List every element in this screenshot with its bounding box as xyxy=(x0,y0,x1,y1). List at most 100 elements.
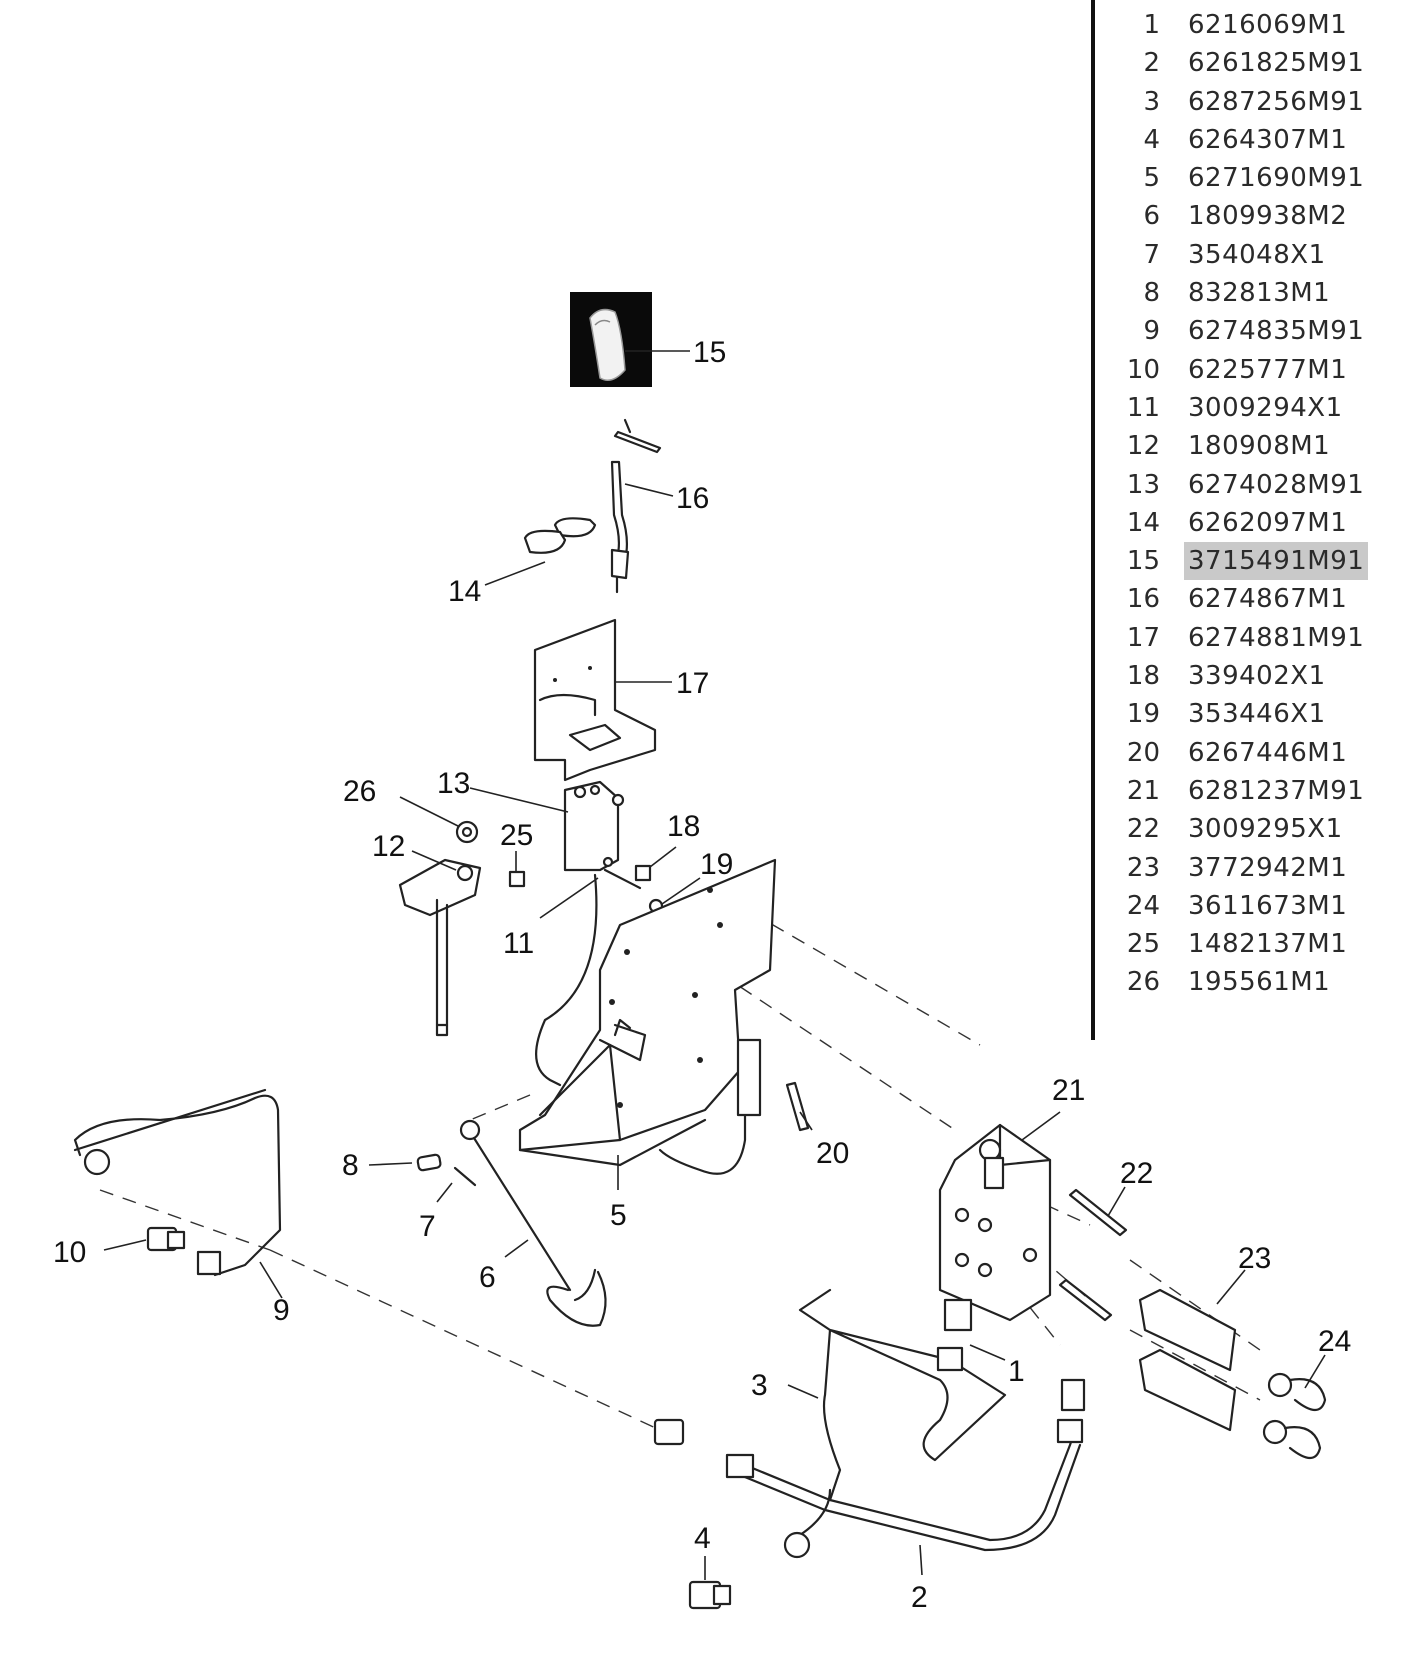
parts-list-item-number: 11 xyxy=(1126,392,1160,423)
fitting-part-2-end xyxy=(1060,1378,1086,1412)
parts-list-part-number: 3611673M1 xyxy=(1188,890,1348,921)
parts-list-item-number: 9 xyxy=(1143,316,1160,347)
callout-26: 26 xyxy=(343,775,376,808)
parts-list-item-number: 23 xyxy=(1126,852,1160,883)
parts-list-item-number: 17 xyxy=(1126,622,1160,653)
parts-list-part-number: 6271690M91 xyxy=(1188,163,1365,194)
nut-part-18 xyxy=(634,864,652,882)
control-valve-part-21 xyxy=(938,1123,1052,1322)
callout-3: 3 xyxy=(751,1369,768,1402)
parts-list-part-number: 6274881M91 xyxy=(1188,622,1365,653)
parts-list-part-number: 3715491M91 xyxy=(1184,542,1369,581)
parts-list-part-number: 6225777M1 xyxy=(1188,354,1348,385)
parts-list-part-number: 6267446M1 xyxy=(1188,737,1348,768)
pin-part-8 xyxy=(416,1153,442,1172)
frame-part-5 xyxy=(518,858,777,1167)
parts-list-row[interactable]: 7 354048X1 xyxy=(1118,236,1408,274)
parts-list-row[interactable]: 25 1482137M1 xyxy=(1118,925,1408,963)
adapter-part-1 xyxy=(943,1298,973,1332)
parts-list-row[interactable]: 11 3009294X1 xyxy=(1118,389,1408,427)
callout-6: 6 xyxy=(479,1261,496,1294)
callout-10: 10 xyxy=(53,1236,86,1269)
parts-list-part-number: 832813M1 xyxy=(1188,278,1331,309)
parts-list-part-number: 3772942M1 xyxy=(1188,852,1348,883)
parts-list-item-number: 3 xyxy=(1143,86,1160,117)
callout-2: 2 xyxy=(911,1581,928,1614)
callout-13: 13 xyxy=(437,767,470,800)
parts-list-item-number: 18 xyxy=(1126,661,1160,692)
parts-list-part-number: 3009294X1 xyxy=(1188,392,1343,423)
callout-4: 4 xyxy=(694,1522,711,1555)
parts-list-part-number: 6264307M1 xyxy=(1188,124,1348,155)
parts-list-item-number: 20 xyxy=(1126,737,1160,768)
callout-labels: 15 16 14 17 26 13 12 25 18 19 11 8 7 6 5… xyxy=(53,336,1351,1614)
valve-block-part-13 xyxy=(563,780,642,890)
parts-list-item-number: 21 xyxy=(1126,775,1160,806)
callout-23: 23 xyxy=(1238,1242,1271,1275)
parts-list-row[interactable]: 14 6262097M1 xyxy=(1118,504,1408,542)
fitting-part-10 xyxy=(146,1226,186,1252)
parts-list-part-number: 6281237M91 xyxy=(1188,775,1365,806)
parts-list-part-number: 354048X1 xyxy=(1188,239,1326,270)
pads-part-14 xyxy=(523,517,597,554)
pin-part-20 xyxy=(785,1081,810,1132)
parts-list-row[interactable]: 9 6274835M91 xyxy=(1118,312,1408,350)
parts-list-item-number: 14 xyxy=(1126,507,1160,538)
parts-list-part-number: 6262097M1 xyxy=(1188,507,1348,538)
parts-list-row[interactable]: 3 6287256M91 xyxy=(1118,83,1408,121)
callout-5: 5 xyxy=(610,1199,627,1232)
parts-list-row[interactable]: 17 6274881M91 xyxy=(1118,619,1408,657)
parts-list-part-number: 353446X1 xyxy=(1188,699,1326,730)
callout-24: 24 xyxy=(1318,1325,1351,1358)
callout-1: 1 xyxy=(1008,1355,1025,1388)
pipe-part-3 xyxy=(798,1288,1007,1502)
parts-list-item-number: 22 xyxy=(1126,814,1160,845)
parts-list-item-number: 12 xyxy=(1126,431,1160,462)
parts-list-item-number: 2 xyxy=(1143,48,1160,79)
callout-8: 8 xyxy=(342,1149,359,1182)
parts-list-part-number: 6287256M91 xyxy=(1188,86,1365,117)
parts-list-row[interactable]: 23 3772942M1 xyxy=(1118,849,1408,887)
parts-list-row[interactable]: 21 6281237M91 xyxy=(1118,772,1408,810)
parts-list-part-number: 1809938M2 xyxy=(1188,201,1348,232)
callout-20: 20 xyxy=(816,1137,849,1170)
callout-9: 9 xyxy=(273,1294,290,1327)
rod-part-6 xyxy=(459,1119,607,1327)
parts-list-part-number: 6216069M1 xyxy=(1188,10,1348,40)
parts-list-row[interactable]: 20 6267446M1 xyxy=(1118,734,1408,772)
parts-list-item-number: 7 xyxy=(1143,239,1160,270)
parts-list-item-number: 15 xyxy=(1126,546,1160,577)
parts-list-part-number: 6274835M91 xyxy=(1188,316,1365,347)
parts-list-row[interactable]: 1 6216069M1 xyxy=(1118,6,1408,44)
cable-part-sensor xyxy=(658,1058,747,1175)
parts-list-part-number: 1482137M1 xyxy=(1188,929,1348,960)
callout-22: 22 xyxy=(1120,1157,1153,1190)
callout-11: 11 xyxy=(503,927,534,960)
callout-leaders xyxy=(103,350,1326,1580)
parts-list-item-number: 25 xyxy=(1126,929,1160,960)
washer-part-26 xyxy=(455,820,479,844)
callout-17: 17 xyxy=(676,667,709,700)
callout-19: 19 xyxy=(700,848,733,881)
callout-25: 25 xyxy=(500,819,533,852)
parts-list-part-number: 6274867M1 xyxy=(1188,584,1348,615)
fitting-part-4 xyxy=(688,1580,732,1610)
parts-list-item-number: 1 xyxy=(1143,10,1160,40)
lever-rod-part-16 xyxy=(610,418,662,594)
parts-list-row[interactable]: 15 3715491M91 xyxy=(1118,542,1408,581)
